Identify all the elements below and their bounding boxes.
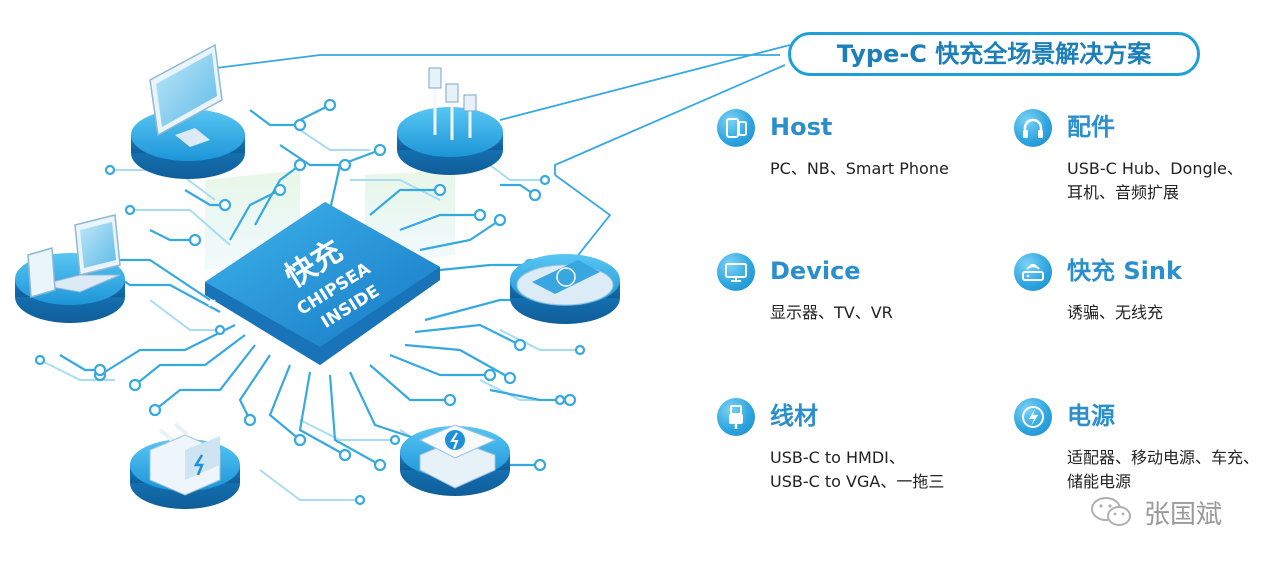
wechat-watermark: 张国斌	[1088, 492, 1258, 532]
chip: 快充 CHIPSEA INSIDE	[205, 202, 440, 365]
power-bank-device-icon	[418, 424, 497, 489]
platform-laptop	[15, 214, 125, 323]
category-title: 电源	[1067, 402, 1115, 430]
category-description: USB-C Hub、Dongle、 耳机、音频扩展	[1067, 157, 1243, 205]
platform-adapter	[130, 422, 240, 509]
category-title: 配件	[1067, 113, 1115, 141]
category-description: PC、NB、Smart Phone	[770, 157, 949, 181]
category-description: 显示器、TV、VR	[770, 301, 893, 325]
description-line: 耳机、音频扩展	[1067, 183, 1180, 202]
description-line: 储能电源	[1067, 472, 1132, 491]
description-line: PC、NB、Smart Phone	[770, 159, 949, 178]
category-description: 适配器、移动电源、车充、 储能电源	[1067, 446, 1259, 494]
wechat-logo-icon	[1091, 497, 1131, 526]
headphones-icon	[1014, 109, 1052, 147]
description-line: 显示器、TV、VR	[770, 303, 893, 322]
description-line: USB-C Hub、Dongle、	[1067, 159, 1243, 178]
category-description: 诱骗、无线充	[1067, 301, 1163, 325]
adapter-device-icon	[149, 422, 221, 496]
category-description: USB-C to HMDI、 USB-C to VGA、一拖三	[770, 446, 944, 494]
description-line: 诱骗、无线充	[1067, 303, 1164, 322]
monitor-device-icon	[149, 43, 223, 147]
platform-wireless-charger	[510, 254, 620, 324]
platform-powerbank	[400, 424, 510, 496]
watermark-author: 张国斌	[1144, 500, 1223, 530]
wireless-charger-device-icon	[516, 260, 614, 306]
platform-cables	[397, 67, 503, 175]
description-line: USB-C to VGA、一拖三	[770, 472, 945, 491]
router-icon	[1014, 253, 1052, 291]
description-line: USB-C to HMDI、	[770, 448, 905, 467]
category-title: Device	[770, 257, 861, 285]
solution-title-pill: Type-C 快充全场景解决方案	[788, 32, 1200, 76]
description-line: 适配器、移动电源、车充、	[1067, 448, 1260, 467]
platform-monitor	[131, 43, 245, 179]
tablet-phone-icon	[717, 109, 755, 147]
category-title: Host	[770, 113, 833, 141]
usb-plug-icon	[717, 398, 755, 436]
title-connector-lines	[199, 44, 791, 279]
monitor-icon	[717, 253, 755, 291]
laptop-device-icon	[27, 214, 121, 298]
category-title: 线材	[770, 402, 818, 430]
lightning-icon	[1014, 398, 1052, 436]
category-title: 快充 Sink	[1067, 257, 1182, 285]
